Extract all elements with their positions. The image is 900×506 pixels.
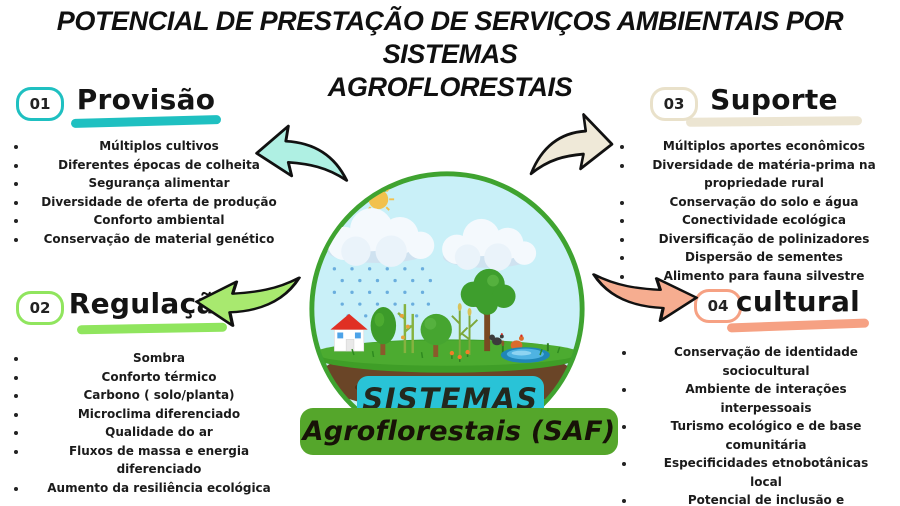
service-list: Sombra Conforto térmico Carbono ( solo/p… [6,349,298,497]
tree-icon [420,313,452,357]
section-header: 04 cultural [602,286,898,334]
section-header: 01 Provisão [6,84,298,132]
rain-cloud-icon [327,208,435,267]
section-title: Suporte [710,83,838,116]
list-item: Especificidades etnobotânicas local [602,454,898,491]
section-number-badge: 03 [650,87,698,121]
grass-blades [351,346,561,359]
service-list: Múltiplos cultivos Diferentes épocas de … [6,137,298,248]
bullet-icon [620,145,624,149]
bullet-icon [620,256,624,260]
list-item: Conservação de material genético [6,230,298,249]
tall-tree-icon [460,268,516,352]
agroflorestais-label-box: Agroflorestais (SAF) [300,408,618,455]
list-item: Potencial de inclusão e fortalecimento d… [602,491,898,506]
list-item: Conservação do solo e água [600,193,896,212]
house-icon [330,313,368,352]
list-item: Sombra [6,349,298,368]
flowers-icon [449,349,470,362]
section-title: cultural [735,285,861,318]
bullet-icon [14,145,18,149]
rooster-icon [489,333,504,346]
bullet-icon [622,388,626,392]
list-item: Aumento da resiliência ecológica [6,479,298,498]
bullet-icon [14,412,18,417]
bullet-icon [14,486,18,491]
bullet-icon [14,431,18,435]
list-item: Conforto térmico [6,368,298,387]
bullet-icon [620,274,624,279]
list-item: Fluxos de massa e energia diferenciado [6,442,298,479]
bullet-icon [14,163,18,168]
list-item: Microclima diferenciado [6,405,298,424]
section-header: 03 Suporte [600,84,896,132]
bullet-icon [14,449,18,454]
curved-arrow-icon-provisao [250,120,350,188]
curved-arrow-icon-suporte [528,108,618,182]
title-underline-highlight [685,116,863,127]
list-item: Conforto ambiental [6,211,298,230]
section-provisao: 01 Provisão Múltiplos cultivos Diferente… [6,84,298,248]
bullet-icon [14,200,18,205]
service-list: Conservação de identidade sociocultural … [602,343,898,506]
service-list: Múltiplos aportes econômicos Diversidade… [600,137,896,285]
bullet-icon [14,394,18,398]
pond-icon [500,340,550,363]
section-cultural: 04 cultural Conservação de identidade so… [602,286,898,506]
crop-plant-icon [397,304,414,354]
bullet-icon [620,219,624,223]
list-item: Conectividade ecológica [600,211,896,230]
list-item: Múltiplos cultivos [6,137,298,156]
cloud-icon [442,218,537,271]
list-item: Segurança alimentar [6,174,298,193]
page-title: POTENCIAL DE PRESTAÇÃO DE SERVIÇOS AMBIE… [0,5,900,104]
section-number-badge: 02 [16,291,64,325]
list-item: Múltiplos aportes econômicos [600,137,896,156]
bullet-icon [620,237,624,242]
section-regulacao: 02 Regulação Sombra Conforto térmico Car… [6,288,298,497]
curved-arrow-icon-cultural [590,268,704,326]
list-item: Turismo ecológico e de base comunitária [602,417,898,454]
bullet-icon [14,219,18,223]
list-item: Ambiente de interações interpessoais [602,380,898,417]
list-item: Carbono ( solo/planta) [6,386,298,405]
section-number-badge: 04 [694,289,742,323]
bullet-icon [14,375,18,380]
bullet-icon [622,351,626,355]
section-number-badge: 01 [16,87,64,121]
list-item: Diferentes épocas de colheita [6,156,298,175]
agroflorestais-label: Agroflorestais (SAF) [302,416,616,447]
list-item: Alimento para fauna silvestre [600,267,896,286]
bullet-icon [14,237,18,242]
rain-icon [332,267,433,329]
page-title-line2: AGROFLORESTAIS [327,72,573,102]
list-item: Diversidade de matéria-prima na propried… [600,156,896,193]
curved-arrow-icon-regulacao [189,271,303,331]
tree-icon [370,307,397,356]
title-underline-highlight [726,318,870,333]
list-item: Qualidade do ar [6,423,298,442]
bullet-icon [620,163,624,168]
list-item: Conservação de identidade sociocultural [602,343,898,380]
section-suporte: 03 Suporte Múltiplos aportes econômicos … [600,84,896,285]
bullet-icon [14,182,18,186]
bullet-icon [622,462,626,466]
section-title: Provisão [76,83,216,116]
bullet-icon [622,425,626,429]
bullet-icon [620,200,624,205]
list-item: Diversificação de polinizadores [600,230,896,249]
title-underline-highlight [70,115,222,128]
bullet-icon [622,499,626,503]
page-title-line1: POTENCIAL DE PRESTAÇÃO DE SERVIÇOS AMBIE… [56,6,844,69]
list-item: Dispersão de sementes [600,248,896,267]
list-item: Diversidade de oferta de produção [6,193,298,212]
bullet-icon [14,357,18,361]
corn-plants-icon [451,303,479,356]
